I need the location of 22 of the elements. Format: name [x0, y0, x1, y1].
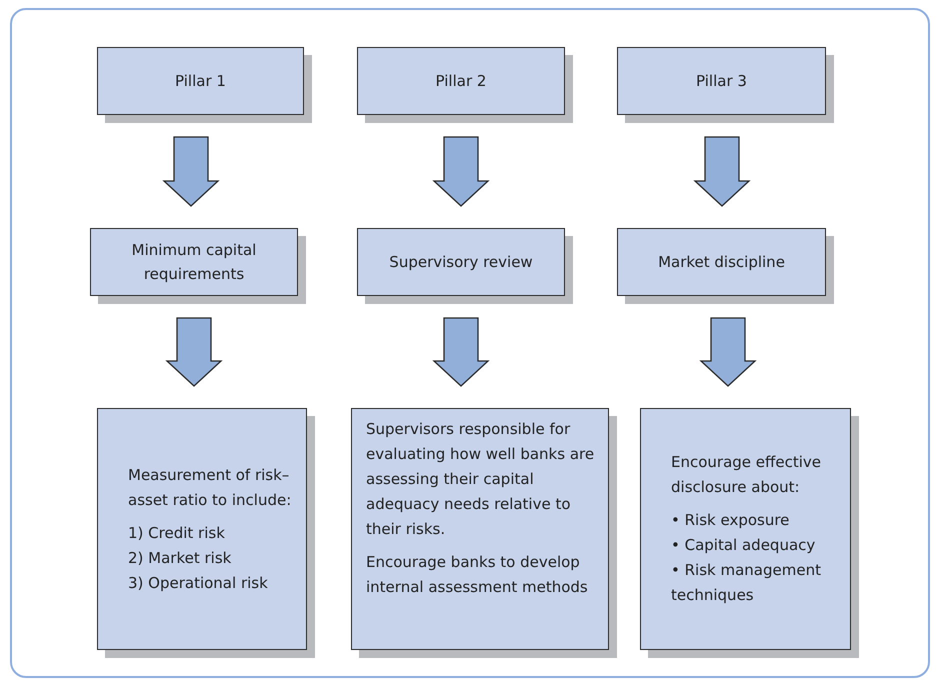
- block-arrow: [699, 317, 757, 387]
- box-label: Pillar 1: [175, 71, 226, 92]
- box-text: Supervisors responsible for evaluating how well banks are assessing their capital adequacy needs relative to their risks.: [366, 419, 596, 540]
- block-arrow: [432, 136, 490, 207]
- block-arrow: [693, 136, 751, 207]
- box-label: Pillar 2: [436, 71, 486, 92]
- box-text: Measurement of risk–asset ratio to include:: [128, 464, 292, 510]
- list-item: 1) Credit risk: [128, 522, 226, 544]
- list-item: 2) Market risk: [128, 548, 232, 568]
- list-item: • Capital adequacy: [671, 535, 816, 556]
- box-label: Supervisory review: [389, 252, 533, 273]
- list-item: Encourage banks to develop internal assessment methods: [366, 552, 589, 598]
- block-arrow: [432, 317, 490, 387]
- box-label: Minimum capital requirements: [130, 240, 258, 285]
- block-arrow: [162, 136, 220, 207]
- box-text: Encourage effective disclosure about:: [671, 452, 822, 498]
- list-item: • Risk management techniques: [671, 560, 822, 606]
- box-label: Pillar 3: [696, 71, 747, 92]
- list-item: 3) Operational risk: [128, 572, 269, 594]
- list-item: • Risk exposure: [671, 510, 790, 531]
- block-arrow: [165, 317, 223, 387]
- box-label: Market discipline: [658, 252, 785, 273]
